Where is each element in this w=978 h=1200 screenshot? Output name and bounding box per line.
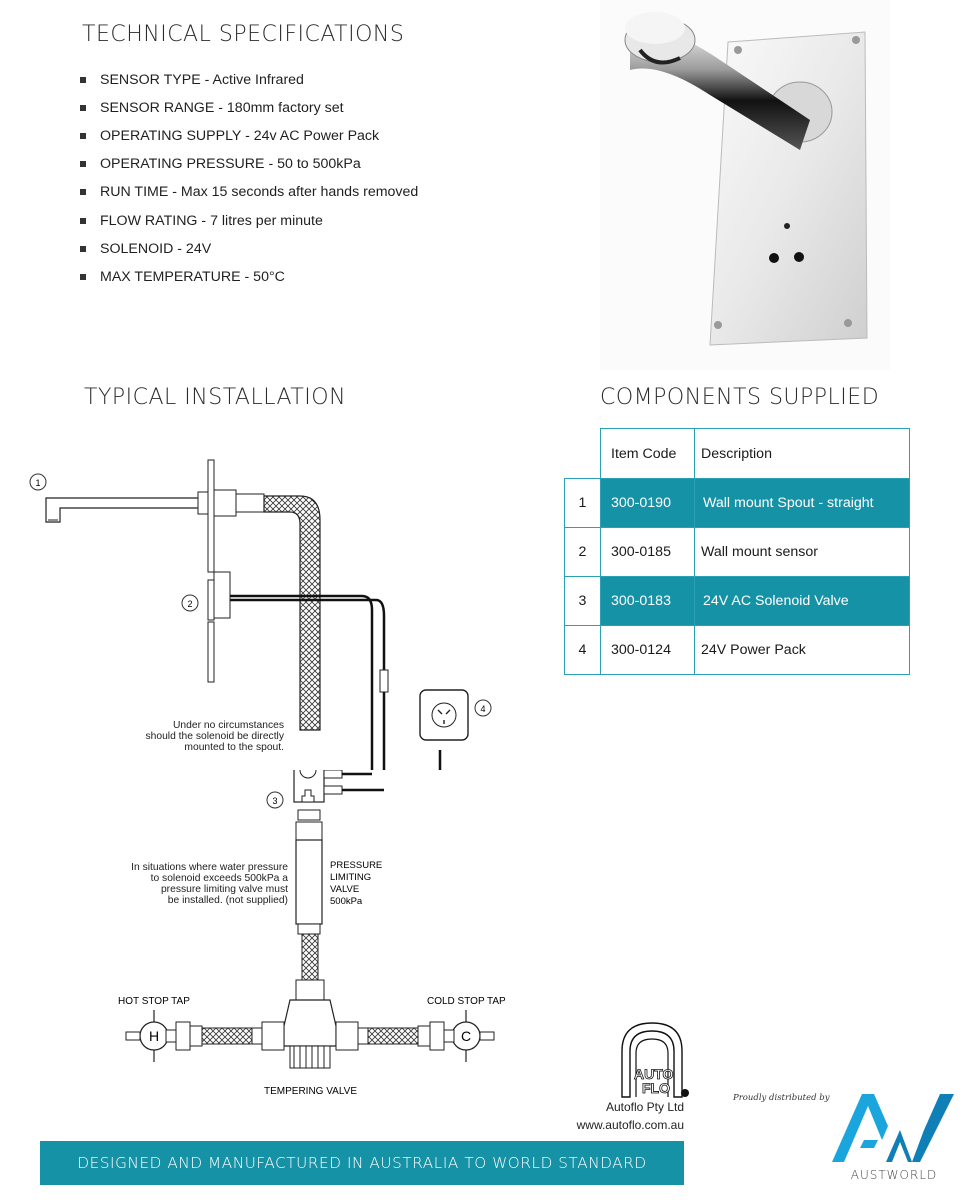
austworld-logo bbox=[832, 1094, 954, 1162]
spec-item-text: SOLENOID - 24V bbox=[100, 240, 212, 257]
spec-item: SENSOR TYPE - Active Infrared bbox=[80, 66, 418, 94]
table-row: 4 300-0124 24V Power Pack bbox=[564, 625, 910, 675]
square-bullet-icon bbox=[80, 273, 86, 280]
row-number: 3 bbox=[564, 576, 601, 626]
callout-2: 2 bbox=[187, 599, 192, 609]
square-bullet-icon bbox=[80, 77, 86, 84]
callout-3: 3 bbox=[272, 796, 277, 806]
manufacturer-name: Autoflo Pty Ltd bbox=[605, 1100, 684, 1114]
table-row: 1 300-0190 Wall mount Spout - straight bbox=[564, 478, 910, 528]
distributor-name: AUSTWORLD bbox=[850, 1168, 938, 1182]
row-item-code: 300-0185 bbox=[600, 527, 695, 577]
footer-banner: DESIGNED AND MANUFACTURED IN AUSTRALIA T… bbox=[40, 1141, 684, 1185]
installation-diagram-upper: 1 2 4 bbox=[29, 459, 492, 770]
spec-item-text: SENSOR RANGE - 180mm factory set bbox=[100, 100, 344, 117]
row-item-code: 300-0190 bbox=[600, 478, 695, 528]
components-supplied-heading: COMPONENTS SUPPLIED bbox=[600, 385, 880, 410]
manufacturer-url: www.autoflo.com.au bbox=[576, 1118, 684, 1132]
spec-item: OPERATING SUPPLY - 24v AC Power Pack bbox=[80, 122, 418, 150]
proudly-distributed-label: Proudly distributed by bbox=[733, 1093, 830, 1103]
spec-item-text: OPERATING SUPPLY - 24v AC Power Pack bbox=[100, 128, 380, 145]
note-solenoid: Under no circumstances should the soleno… bbox=[145, 720, 284, 753]
header-item-code: Item Code bbox=[600, 428, 695, 479]
table-row: 3 300-0183 24V AC Solenoid Valve bbox=[564, 576, 910, 626]
product-photo bbox=[600, 0, 890, 370]
header-description: Description bbox=[694, 428, 910, 479]
autoflo-logo-text-top: AUTO bbox=[634, 1066, 674, 1082]
square-bullet-icon bbox=[80, 189, 86, 196]
cold-stop-tap-label: COLD STOP TAP bbox=[427, 996, 506, 1007]
tempering-valve-label: TEMPERING VALVE bbox=[264, 1086, 357, 1097]
spec-item-text: MAX TEMPERATURE - 50°C bbox=[100, 268, 285, 285]
spec-item-text: FLOW RATING - 7 litres per minute bbox=[100, 212, 323, 229]
row-description: Wall mount sensor bbox=[694, 527, 910, 577]
spec-item: OPERATING PRESSURE - 50 to 500kPa bbox=[80, 150, 418, 178]
spec-item: SOLENOID - 24V bbox=[80, 235, 418, 263]
table-row: 2 300-0185 Wall mount sensor bbox=[564, 527, 910, 577]
row-item-code: 300-0124 bbox=[600, 625, 695, 675]
square-bullet-icon bbox=[80, 161, 86, 168]
row-number: 1 bbox=[564, 478, 601, 528]
components-table: Item Code Description 1 300-0190 Wall mo… bbox=[564, 428, 910, 675]
spec-item: SENSOR RANGE - 180mm factory set bbox=[80, 94, 418, 122]
typical-installation-heading: TYPICAL INSTALLATION bbox=[84, 385, 347, 410]
square-bullet-icon bbox=[80, 217, 86, 224]
header-number bbox=[564, 428, 601, 479]
spec-item-text: OPERATING PRESSURE - 50 to 500kPa bbox=[100, 156, 361, 173]
valve-label-2: LIMITING bbox=[330, 872, 371, 883]
square-bullet-icon bbox=[80, 245, 86, 252]
spec-item-text: RUN TIME - Max 15 seconds after hands re… bbox=[100, 184, 419, 201]
spec-item: FLOW RATING - 7 litres per minute bbox=[80, 206, 418, 234]
hot-stop-tap-label: HOT STOP TAP bbox=[118, 996, 190, 1007]
valve-label-4: 500kPa bbox=[330, 896, 363, 907]
valve-label-3: VALVE bbox=[330, 884, 359, 895]
row-item-code: 300-0183 bbox=[600, 576, 695, 626]
autoflo-logo: AUTO FLO bbox=[621, 1022, 689, 1098]
row-number: 4 bbox=[564, 625, 601, 675]
row-description: Wall mount Spout - straight bbox=[694, 478, 910, 528]
square-bullet-icon bbox=[80, 133, 86, 140]
callout-4: 4 bbox=[480, 704, 485, 714]
spec-item-text: SENSOR TYPE - Active Infrared bbox=[100, 72, 304, 89]
footer-banner-text: DESIGNED AND MANUFACTURED IN AUSTRALIA T… bbox=[77, 1154, 647, 1172]
technical-specifications-heading: TECHNICAL SPECIFICATIONS bbox=[82, 22, 405, 47]
cold-tap-letter: C bbox=[461, 1028, 471, 1044]
spec-item: RUN TIME - Max 15 seconds after hands re… bbox=[80, 178, 418, 206]
square-bullet-icon bbox=[80, 105, 86, 112]
installation-diagram-lower: H C 3 PRESSURE LIMITING VALVE 500kPa HOT… bbox=[118, 770, 506, 1097]
note-pressure: In situations where water pressure to so… bbox=[131, 862, 288, 906]
autoflo-logo-text-bottom: FLO bbox=[642, 1080, 670, 1096]
table-header-row: Item Code Description bbox=[564, 428, 910, 479]
row-description: 24V Power Pack bbox=[694, 625, 910, 675]
row-description: 24V AC Solenoid Valve bbox=[694, 576, 910, 626]
valve-label-1: PRESSURE bbox=[330, 860, 382, 871]
row-number: 2 bbox=[564, 527, 601, 577]
callout-1: 1 bbox=[35, 478, 40, 488]
spec-item: MAX TEMPERATURE - 50°C bbox=[80, 263, 418, 291]
hot-tap-letter: H bbox=[149, 1028, 159, 1044]
